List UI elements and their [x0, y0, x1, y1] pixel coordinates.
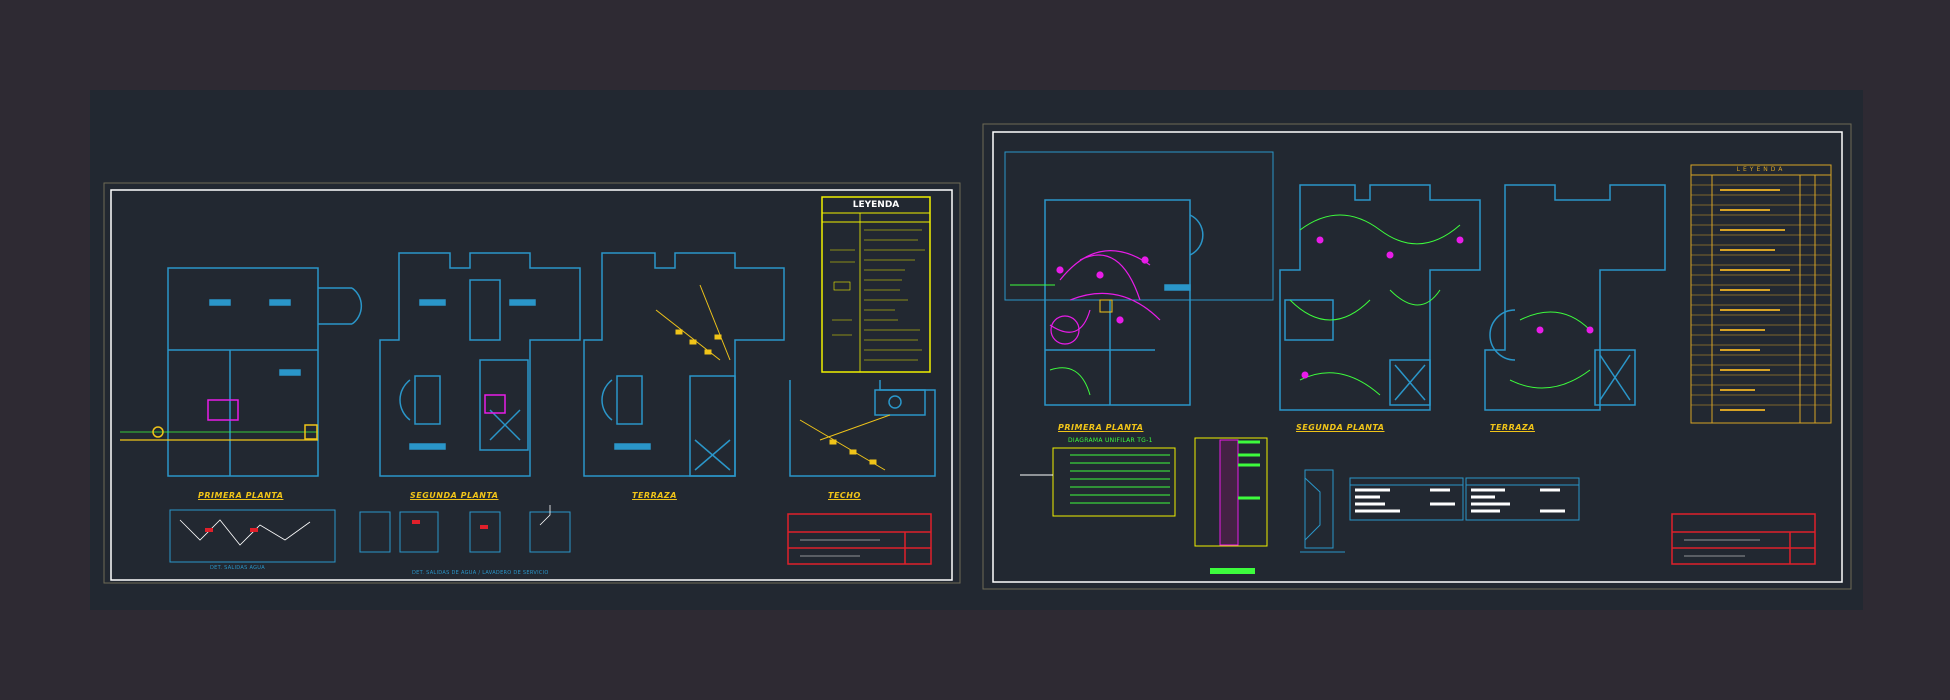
left-plan-segunda-planta [379, 252, 581, 477]
left-legend-title: LEYENDA [852, 200, 900, 210]
right-small-detail [1300, 469, 1345, 553]
left-plan-terraza [583, 252, 785, 477]
left-detail-1 [169, 509, 336, 563]
right-plan-primera-planta [1010, 199, 1204, 406]
model-space-canvas[interactable] [90, 90, 1863, 610]
primera-bay-window [351, 287, 363, 325]
left-detail-1-title: DET. SALIDAS AGUA [210, 565, 265, 571]
right-load-table-1 [1349, 477, 1464, 521]
right-legend-title: LEYENDA [1736, 166, 1786, 173]
left-plan-title-techo: TECHO [828, 491, 861, 500]
left-sheet [103, 182, 961, 584]
right-single-line-diagram [1020, 447, 1176, 517]
right-plan-title-segunda: SEGUNDA PLANTA [1296, 423, 1385, 432]
left-detail-2 [359, 505, 571, 553]
right-diagram-title: DIAGRAMA UNIFILAR TG-1 [1068, 437, 1153, 444]
left-plan-title-primera: PRIMERA PLANTA [198, 491, 284, 500]
meter-symbol [152, 426, 164, 438]
left-plan-title-segunda: SEGUNDA PLANTA [410, 491, 499, 500]
left-plan-primera-planta [120, 267, 363, 477]
right-title-block [1671, 513, 1816, 565]
left-detail-2-title: DET. SALIDAS DE AGUA / LAVADERO DE SERVI… [412, 570, 549, 576]
left-plan-title-terraza: TERRAZA [632, 491, 677, 500]
right-plan-segunda-planta [1279, 184, 1481, 411]
right-plan-title-terraza: TERRAZA [1490, 423, 1535, 432]
right-plan-title-primera: PRIMERA PLANTA [1058, 423, 1144, 432]
left-sheet-frame [110, 189, 953, 581]
room-tag [269, 299, 291, 306]
right-column-detail [1194, 437, 1268, 574]
right-load-table-2 [1465, 477, 1580, 521]
left-sheet-outer-border [103, 182, 961, 584]
room-tag [279, 369, 301, 376]
right-plan-terraza [1484, 184, 1666, 411]
right-sheet [982, 123, 1852, 590]
right-legend-table [1690, 164, 1832, 424]
room-tag [209, 299, 231, 306]
primera-walls [167, 267, 319, 477]
left-legend-table [821, 196, 931, 373]
left-plan-techo [789, 380, 936, 477]
left-title-block [787, 513, 932, 565]
